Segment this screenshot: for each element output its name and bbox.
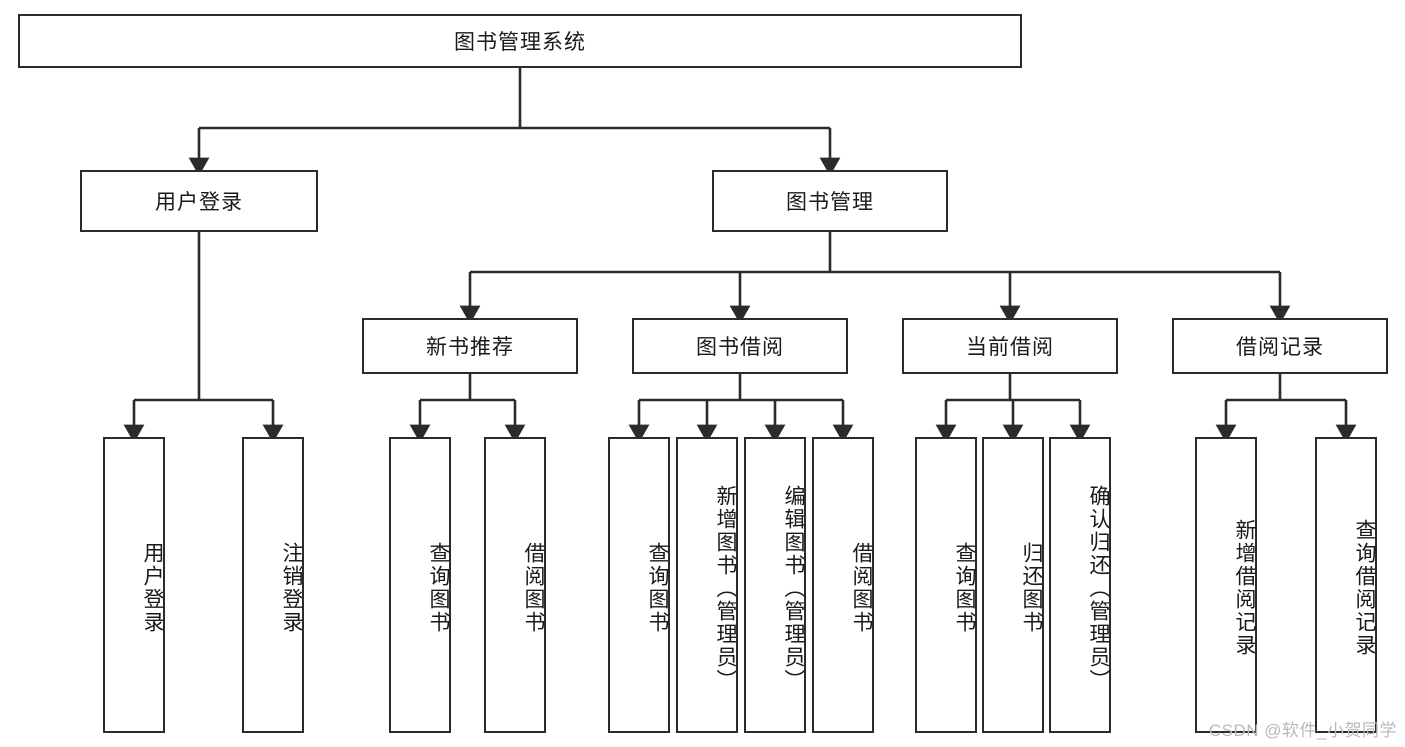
node-label: 新书推荐 <box>426 336 514 359</box>
node-label: 用户登录 <box>141 542 164 634</box>
node-label: 注销登录 <box>280 542 303 634</box>
node-user-login[interactable]: 用户登录 <box>80 170 318 232</box>
node-book-borrowing[interactable]: 图书借阅 <box>632 318 848 374</box>
node-label: 查询图书 <box>646 542 669 634</box>
node-label: 图书借阅 <box>696 336 784 359</box>
node-root-book-management-system[interactable]: 图书管理系统 <box>18 14 1022 68</box>
node-label: 借阅图书 <box>522 542 545 634</box>
node-label: 确认归还（管理员） <box>1087 484 1110 692</box>
node-current-borrowing[interactable]: 当前借阅 <box>902 318 1118 374</box>
watermark: CSDN @软件_小贺同学 <box>1208 721 1397 740</box>
leaf-borrow-book[interactable]: 借阅图书 <box>812 437 874 733</box>
leaf-query-book-current[interactable]: 查询图书 <box>915 437 977 733</box>
leaf-logout[interactable]: 注销登录 <box>242 437 304 733</box>
node-label: 新增借阅记录 <box>1233 519 1256 657</box>
node-book-management[interactable]: 图书管理 <box>712 170 948 232</box>
node-label: 查询图书 <box>953 542 976 634</box>
leaf-user-login[interactable]: 用户登录 <box>103 437 165 733</box>
node-label: 查询借阅记录 <box>1353 519 1376 657</box>
node-borrowing-record[interactable]: 借阅记录 <box>1172 318 1388 374</box>
leaf-query-borrow-record[interactable]: 查询借阅记录 <box>1315 437 1377 733</box>
node-label: 用户登录 <box>155 191 243 214</box>
leaf-add-book-admin[interactable]: 新增图书（管理员） <box>676 437 738 733</box>
leaf-add-borrow-record[interactable]: 新增借阅记录 <box>1195 437 1257 733</box>
leaf-borrow-book-new[interactable]: 借阅图书 <box>484 437 546 733</box>
node-label: 图书管理 <box>786 191 874 214</box>
node-label: 借阅记录 <box>1236 336 1324 359</box>
node-label: 图书管理系统 <box>454 31 586 54</box>
leaf-query-book-borrow[interactable]: 查询图书 <box>608 437 670 733</box>
node-label: 归还图书 <box>1020 542 1043 634</box>
leaf-confirm-return-admin[interactable]: 确认归还（管理员） <box>1049 437 1111 733</box>
node-label: 编辑图书（管理员） <box>782 484 805 692</box>
leaf-edit-book-admin[interactable]: 编辑图书（管理员） <box>744 437 806 733</box>
node-label: 查询图书 <box>427 542 450 634</box>
node-label: 当前借阅 <box>966 336 1054 359</box>
node-label: 新增图书（管理员） <box>714 484 737 692</box>
node-new-book-recommendation[interactable]: 新书推荐 <box>362 318 578 374</box>
leaf-return-book[interactable]: 归还图书 <box>982 437 1044 733</box>
node-label: 借阅图书 <box>850 542 873 634</box>
leaf-query-book-new[interactable]: 查询图书 <box>389 437 451 733</box>
